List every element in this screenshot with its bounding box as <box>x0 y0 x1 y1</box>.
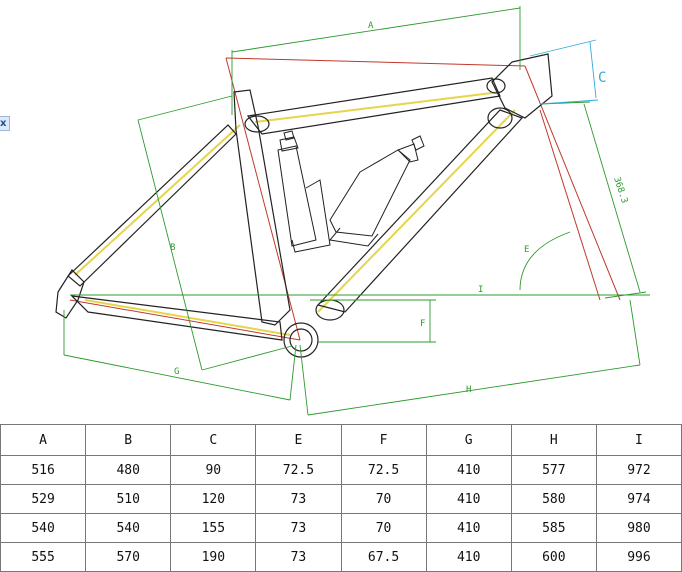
table-header-row: A B C E F G H I <box>0 424 682 456</box>
top-tube-centerline <box>254 91 501 123</box>
table-row: 529 510 120 73 70 410 580 974 <box>0 484 682 514</box>
table-cell: 73 <box>255 542 342 572</box>
table-cell: 410 <box>425 542 512 572</box>
table-cell: 73 <box>255 513 342 543</box>
table-cell: 480 <box>85 455 172 485</box>
seat-tube <box>233 89 291 326</box>
close-icon: x <box>0 118 7 129</box>
seat-tube-centerline <box>225 57 301 341</box>
seat-stays <box>67 124 237 287</box>
table-row: 516 480 90 72.5 72.5 410 577 972 <box>0 455 682 485</box>
down-tube <box>316 109 524 313</box>
column-header-b: B <box>85 424 172 456</box>
label-c: C <box>598 70 606 86</box>
water-bottle-seat-tube <box>277 130 331 253</box>
chainstay-centerline <box>69 299 301 341</box>
column-header-c: C <box>170 424 257 456</box>
table-cell: 155 <box>170 513 257 543</box>
column-header-a: A <box>0 424 87 456</box>
frame-geometry-drawing: A B C E F G H I 368.3 <box>55 6 650 416</box>
table-cell: 70 <box>340 513 427 543</box>
table-cell: 72.5 <box>340 455 427 485</box>
table-cell: 585 <box>510 513 597 543</box>
table-row: 540 540 155 73 70 410 585 980 <box>0 513 682 543</box>
table-cell: 577 <box>510 455 597 485</box>
label-h: H <box>466 385 471 395</box>
label-i: I <box>478 285 483 295</box>
head-junction-lower <box>487 107 513 129</box>
label-g: G <box>174 367 179 377</box>
table-cell: 410 <box>425 455 512 485</box>
table-cell: 73 <box>255 484 342 514</box>
dim-g-line <box>63 354 291 401</box>
dimension-lines <box>63 6 650 416</box>
table-cell: 540 <box>0 513 87 543</box>
water-bottle-down-tube <box>329 135 425 247</box>
table-cell: 190 <box>170 542 257 572</box>
seat-cluster <box>244 115 270 133</box>
seatstay-centerline <box>74 124 241 276</box>
column-header-e: E <box>255 424 342 456</box>
label-e: E <box>524 245 529 255</box>
table-cell: 67.5 <box>340 542 427 572</box>
table-cell: 120 <box>170 484 257 514</box>
dim-a-line <box>231 7 521 53</box>
table-cell: 410 <box>425 484 512 514</box>
dim-e-arc <box>519 231 571 291</box>
chainstays <box>70 295 283 341</box>
close-button[interactable]: x <box>0 116 10 131</box>
column-header-h: H <box>510 424 597 456</box>
table-cell: 972 <box>595 455 682 485</box>
chainstay-yellow-line <box>84 299 291 336</box>
column-header-g: G <box>425 424 512 456</box>
table-cell: 974 <box>595 484 682 514</box>
label-a: A <box>368 21 374 31</box>
table-cell: 980 <box>595 513 682 543</box>
table-cell: 529 <box>0 484 87 514</box>
table-cell: 996 <box>595 542 682 572</box>
table-cell: 510 <box>85 484 172 514</box>
dim-c-head-tube <box>529 39 599 105</box>
dimension-labels: A B C E F G H I 368.3 <box>170 21 629 395</box>
table-cell: 70 <box>340 484 427 514</box>
table-cell: 540 <box>85 513 172 543</box>
down-tube-centerline <box>317 109 516 313</box>
table-cell: 580 <box>510 484 597 514</box>
head-tube <box>491 53 553 119</box>
dim-axle-crown-line <box>583 103 641 293</box>
top-reference-line <box>225 57 526 67</box>
table-cell: 555 <box>0 542 87 572</box>
bottom-bracket-inner <box>289 328 313 352</box>
label-f: F <box>420 319 425 329</box>
dim-b-line <box>137 119 203 371</box>
label-b: B <box>170 243 175 253</box>
table-cell: 570 <box>85 542 172 572</box>
head-angle-line <box>524 65 621 301</box>
label-axle-crown: 368.3 <box>611 176 629 205</box>
table-cell: 410 <box>425 513 512 543</box>
table-cell: 90 <box>170 455 257 485</box>
top-tube <box>246 77 501 135</box>
column-header-i: I <box>595 424 682 456</box>
table-cell: 72.5 <box>255 455 342 485</box>
table-cell: 516 <box>0 455 87 485</box>
table-cell: 600 <box>510 542 597 572</box>
geometry-table: A B C E F G H I 516 480 90 72.5 72.5 410… <box>0 424 682 572</box>
rear-dropout <box>55 269 85 319</box>
table-row: 555 570 190 73 67.5 410 600 996 <box>0 542 682 572</box>
head-junction-upper <box>486 78 506 94</box>
column-header-f: F <box>340 424 427 456</box>
frame-outline <box>55 53 553 358</box>
dim-h-line <box>307 364 641 416</box>
steerer-line <box>539 109 601 301</box>
